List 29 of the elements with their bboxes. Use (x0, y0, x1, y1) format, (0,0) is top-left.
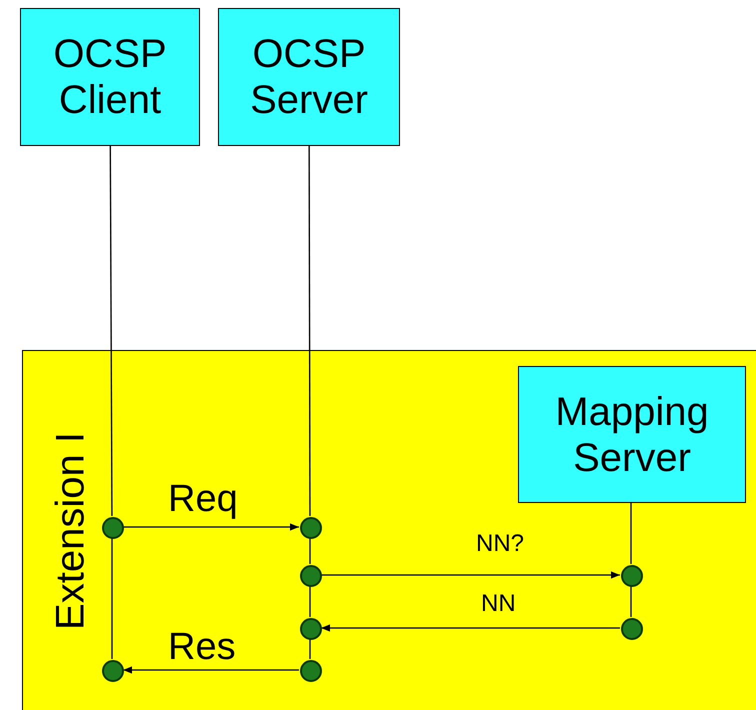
lifeline-dot (102, 660, 124, 682)
message-arrow (123, 666, 299, 674)
lifeline-dot (621, 565, 643, 587)
lifeline (630, 502, 632, 564)
lifeline-dot (102, 517, 124, 539)
message-arrow (321, 624, 620, 632)
participant-box: OCSP Server (218, 8, 400, 146)
edge-label: Req (168, 478, 238, 521)
edge-label: NN? (476, 530, 524, 558)
lifeline (309, 586, 311, 617)
lifeline (630, 586, 632, 617)
lifeline (308, 146, 311, 516)
participant-box: Mapping Server (518, 366, 746, 503)
edge-label: NN (481, 590, 516, 618)
edge-label: Res (168, 626, 236, 669)
region-title: Extension I (48, 432, 94, 630)
lifeline (309, 639, 311, 659)
message-arrow (123, 523, 299, 531)
lifeline-dot (300, 565, 322, 587)
message-arrow (321, 571, 620, 579)
lifeline-dot (300, 517, 322, 539)
lifeline-dot (300, 660, 322, 682)
lifeline (309, 538, 311, 564)
lifeline-dot (300, 618, 322, 640)
lifeline (110, 146, 113, 516)
lifeline-dot (621, 618, 643, 640)
participant-box: OCSP Client (20, 8, 200, 146)
extension-region (22, 350, 756, 710)
lifeline (111, 538, 113, 659)
